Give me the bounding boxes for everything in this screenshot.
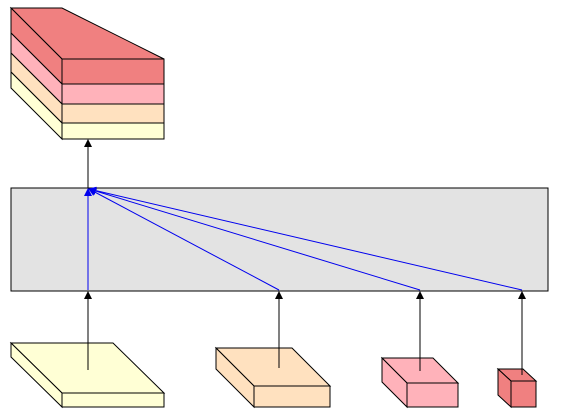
output-layer-3-front: [61, 83, 165, 105]
input-4-front-face: [510, 380, 537, 408]
output-feature-stack: [9, 6, 165, 141]
input-feature-2: [214, 346, 332, 409]
input-feature-3: [380, 356, 460, 409]
output-layer-4-front: [61, 58, 165, 85]
input-1-front-face: [61, 392, 165, 408]
input-2-front-face: [253, 385, 331, 408]
output-layer-2-front: [61, 103, 165, 124]
fusion-arrow-4: [88, 186, 523, 291]
fusion-arrow-3: [88, 187, 421, 291]
input-3-front-face: [406, 382, 459, 408]
fusion-arrow-2: [88, 188, 280, 291]
fusion-panel: [10, 187, 549, 292]
input-feature-4: [496, 367, 538, 409]
output-layer-1-front: [61, 122, 165, 140]
